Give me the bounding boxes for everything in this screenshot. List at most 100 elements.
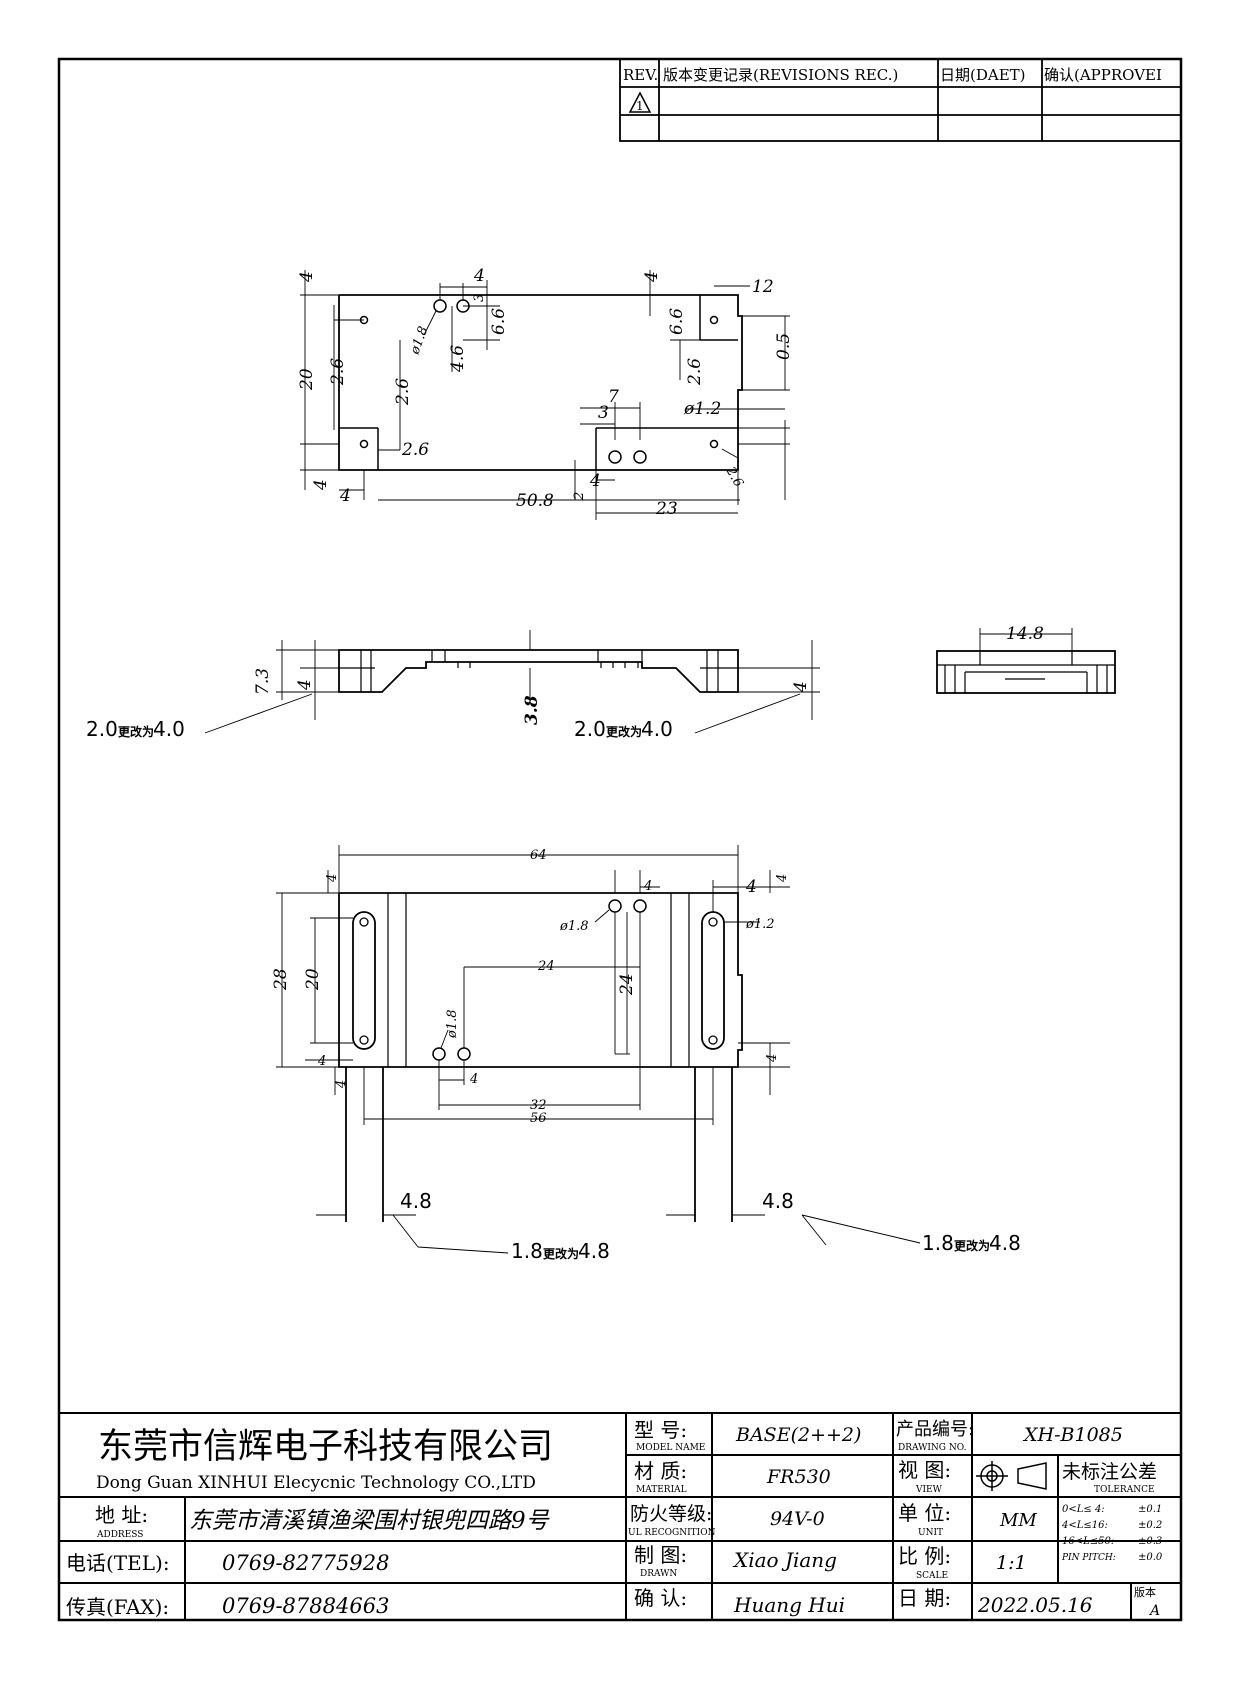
revision-approve-header: 确认(APPROVEI [1044,66,1162,84]
check-label: 确 认: [634,1586,687,1610]
svg-text:16<L≤50:: 16<L≤50: [1062,1536,1114,1547]
side-view [204,630,820,734]
dim-top-4-c: 4 [311,479,331,491]
bottom-view [276,845,921,1254]
svg-text:2.0: 2.0 [86,717,118,741]
dim-top-2-6-c: 2.6 [401,440,429,460]
ul-label-en: UL RECOGNITION [628,1528,716,1538]
ul-label: 防火等级: [630,1503,712,1525]
dim-bottom-hole-1-2: ø1.2 [745,917,775,932]
svg-text:4<L≤16:: 4<L≤16: [1061,1520,1108,1531]
dim-bottom-24-v: 24 [617,973,637,996]
svg-text:±0.1: ±0.1 [1138,1504,1162,1515]
material-label-en: MATERIAL [636,1485,687,1495]
model-label: 型 号: [634,1418,687,1442]
end-view [936,628,1116,694]
dim-top-3-b: 3 [598,403,609,423]
revision-table [619,58,1182,142]
pin-note-right: 1.8 更改为 4.8 [922,1231,1021,1255]
dim-bottom-hole-1-8-a: ø1.8 [559,919,589,934]
dim-top-2-6-a: 2.6 [328,358,348,386]
dim-bottom-4-f: 4 [745,877,757,897]
dim-top-4-d: 4 [339,486,351,506]
tel-value: 0769-82775928 [222,1551,389,1575]
company-name-cn: 东莞市信辉电子科技有限公司 [98,1427,553,1467]
dim-top-12: 0.5 [774,333,794,360]
scale-label-en: SCALE [916,1571,948,1581]
dim-side-3-8: 3.8 [522,695,542,725]
revision-triangle-icon: 1 [628,91,652,113]
svg-text:4.8: 4.8 [578,1239,610,1263]
material-label: 材 质: [634,1459,687,1483]
tolerance-label: 未标注公差 [1062,1461,1157,1483]
dim-top-height-20: 20 [297,368,317,391]
dim-bottom-4-d: 4 [643,879,652,894]
dim-bottom-4-h: 4 [765,1054,780,1063]
top-view [300,270,790,520]
pin-note-left: 1.8 更改为 4.8 [511,1239,610,1263]
dim-top-3: 3 [472,294,487,302]
title-block-grid [59,1412,1181,1620]
address-label: 地 址: [95,1503,148,1527]
drawing-no-value: XH-B1085 [1022,1424,1123,1446]
material-value: FR530 [766,1466,831,1488]
svg-text:±0.0: ±0.0 [1138,1552,1163,1563]
dim-bottom-32: 32 [530,1098,547,1113]
dim-top-4-f: 4 [642,271,662,283]
revision-record-header: 版本变更记录(REVISIONS REC.) [663,66,898,84]
check-value: Huang Hui [733,1593,845,1617]
svg-text:2.0: 2.0 [574,717,606,741]
dim-top-6-6-b: 6.6 [667,308,687,335]
sheet-border [57,57,1183,1622]
dim-bottom-20: 20 [303,968,323,991]
drawing-no-label: 产品编号: [896,1419,974,1440]
dim-bottom-4-c: 4 [334,1080,349,1089]
scale-value: 1:1 [996,1552,1027,1574]
tel-label: 电话(TEL): [66,1551,170,1575]
svg-text:4.8: 4.8 [989,1231,1021,1255]
dim-end-14-8: 14.8 [1006,624,1044,644]
tolerance-label-en: TOLERANCE [1094,1485,1155,1495]
tolerance-list: 0<L≤ 4: ±0.1 4<L≤16: ±0.2 16<L≤50: ±0.3 … [1061,1504,1163,1563]
revision-date-header: 日期(DAET) [940,66,1026,84]
dim-top-23: 23 [655,499,678,519]
dim-top-left-4: 4 [297,271,317,283]
unit-label-en: UNIT [918,1528,943,1538]
svg-text:0<L≤ 4:: 0<L≤ 4: [1062,1504,1105,1515]
dim-bottom-28: 28 [271,968,291,991]
dim-bottom-4-b: 4 [317,1054,326,1069]
side-note-left: 2.0 更改为 4.0 [86,717,185,741]
dim-top-hole-1-8: ø1.8 [407,324,431,357]
address-value: 东莞市清溪镇渔梁围村银兜四路9号 [189,1508,550,1534]
dim-top-2-6-b: 2.6 [393,378,413,406]
svg-text:±0.2: ±0.2 [1138,1520,1162,1531]
dim-side-4-a: 4 [295,679,315,691]
dim-bottom-hole-1-8-b: ø1.8 [445,1009,460,1039]
dim-bottom-4-a: 4 [325,874,340,883]
dim-bottom-24-h: 24 [537,959,555,974]
version-value: A [1148,1603,1160,1619]
dim-side-7-3: 7.3 [253,668,273,695]
dim-top-hole-1-2: 2.6 [722,464,746,490]
dim-side-4-b: 4 [791,681,811,693]
svg-text:4.0: 4.0 [641,717,673,741]
date-label: 日 期: [898,1586,951,1610]
svg-text:更改为: 更改为 [606,724,642,739]
svg-text:PIN PITCH:: PIN PITCH: [1061,1553,1116,1563]
drawing-no-label-en: DRAWING NO. [898,1443,967,1453]
drawn-value: Xiao Jiang [732,1548,837,1572]
view-label-en: VIEW [915,1485,943,1495]
svg-text:1: 1 [636,99,644,113]
dim-top-0-5: ø1.2 [683,399,721,419]
view-label: 视 图: [898,1458,951,1482]
dim-top-4-b: 4 [473,266,485,286]
dim-bottom-4-e: 4 [469,1072,478,1087]
dim-top-4-6: 4.6 [448,345,468,373]
ul-value: 94V-0 [770,1508,825,1530]
company-name-en: Dong Guan XINHUI Elecycnic Technology CO… [96,1473,536,1493]
model-value: BASE(2++2) [735,1424,861,1446]
scale-label: 比 例: [898,1544,951,1568]
drawn-label-en: DRAWN [640,1569,677,1579]
dim-top-7: 7 [608,387,619,407]
